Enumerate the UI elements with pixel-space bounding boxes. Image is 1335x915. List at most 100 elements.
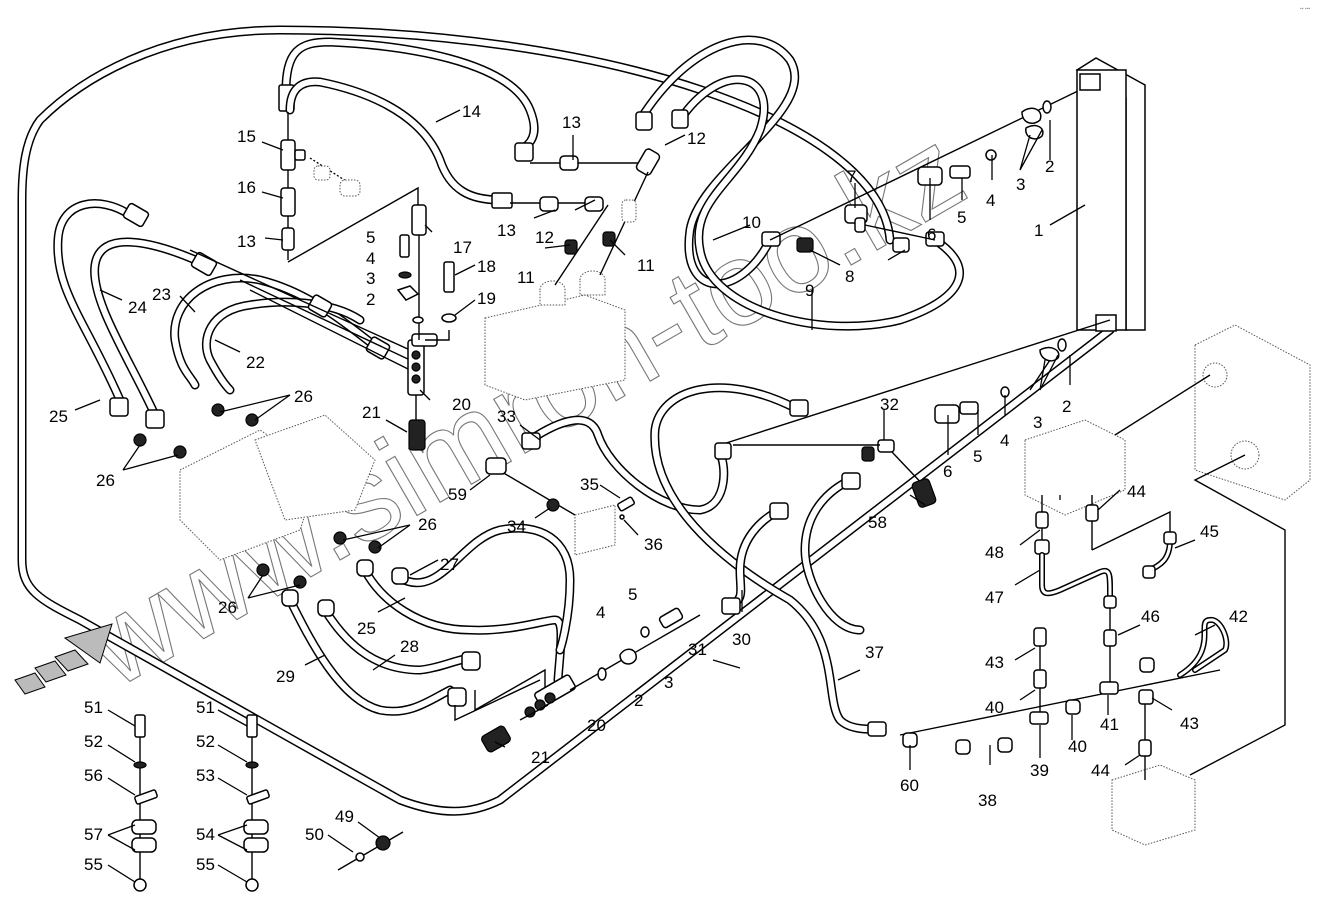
pipes-38-48: [899, 495, 1230, 780]
label-36: 36: [644, 535, 663, 554]
label-18: 18: [477, 257, 496, 276]
label-29: 29: [276, 667, 295, 686]
label-52: 52: [84, 732, 103, 751]
label-34: 34: [507, 517, 526, 536]
label-5: 5: [973, 447, 982, 466]
label-9: 9: [805, 281, 814, 300]
label-41: 41: [1100, 715, 1119, 734]
label-6: 6: [927, 225, 936, 244]
label-3: 3: [664, 673, 673, 692]
callout-labels: 1 2 2 2 2 3 3 3 3 4 4 4 4 5 5 5 5 6 6 7 …: [49, 102, 1248, 874]
label-46: 46: [1141, 607, 1160, 626]
label-3: 3: [366, 269, 375, 288]
tee-7-fittings-8: [769, 89, 1081, 253]
fitting-stack-17-19: [396, 204, 457, 341]
label-56: 56: [84, 766, 103, 785]
label-11: 11: [517, 268, 535, 287]
hose-14: [278, 37, 539, 162]
label-7: 7: [847, 167, 856, 186]
hose-lower-14: [285, 77, 513, 209]
label-25: 25: [49, 407, 68, 426]
label-51: 51: [84, 698, 103, 717]
label-44: 44: [1127, 482, 1146, 501]
label-23: 23: [152, 285, 171, 304]
label-22: 22: [246, 353, 265, 372]
label-60: 60: [900, 776, 919, 795]
label-4: 4: [1000, 431, 1009, 450]
label-43: 43: [985, 653, 1004, 672]
label-39: 39: [1030, 761, 1049, 780]
label-51: 51: [196, 698, 215, 717]
hose-24-25: [53, 199, 218, 429]
label-5: 5: [366, 228, 375, 247]
label-2: 2: [366, 290, 375, 309]
label-4: 4: [596, 603, 605, 622]
label-5: 5: [628, 585, 637, 604]
manifold-20-upper: [407, 333, 438, 451]
label-2: 2: [1062, 397, 1071, 416]
label-20: 20: [452, 395, 471, 414]
label-3: 3: [1033, 413, 1042, 432]
hoses-25-29: [281, 523, 575, 716]
oil-cooler: [1075, 57, 1146, 332]
fitting-stack-15-16-13: [280, 112, 419, 263]
hose-22-23: [170, 273, 391, 395]
clamp-assembly-right: [243, 714, 270, 892]
label-45: 45: [1200, 522, 1219, 541]
pump-right: [1024, 324, 1311, 846]
label-30: 30: [732, 630, 751, 649]
fitting-49-50: [337, 831, 404, 871]
label-2: 2: [634, 691, 643, 710]
label-21: 21: [362, 403, 381, 422]
tubes-to-manifold: [189, 249, 411, 371]
label-55: 55: [196, 855, 215, 874]
label-48: 48: [985, 543, 1004, 562]
label-13: 13: [562, 113, 581, 132]
label-13: 13: [497, 221, 516, 240]
label-47: 47: [985, 588, 1004, 607]
label-57: 57: [84, 825, 103, 844]
label-28: 28: [400, 637, 419, 656]
label-4: 4: [986, 191, 995, 210]
label-13: 13: [237, 232, 256, 251]
hose-big-loop: [650, 383, 887, 737]
label-26: 26: [96, 471, 115, 490]
label-55: 55: [84, 855, 103, 874]
label-50: 50: [305, 825, 324, 844]
label-38: 38: [978, 791, 997, 810]
label-40: 40: [1068, 737, 1087, 756]
label-19: 19: [477, 289, 496, 308]
manifold-20-lower: [454, 607, 701, 753]
clamp-assembly-left: [131, 714, 158, 892]
label-54: 54: [196, 825, 215, 844]
label-5: 5: [957, 208, 966, 227]
valve-blocks: [179, 414, 616, 561]
label-15: 15: [237, 127, 256, 146]
label-26: 26: [218, 598, 237, 617]
lower-connection: [719, 319, 1111, 508]
label-59: 59: [448, 485, 467, 504]
label-33: 33: [497, 407, 516, 426]
label-4: 4: [366, 249, 375, 268]
label-25: 25: [357, 619, 376, 638]
label-27: 27: [440, 555, 459, 574]
leader-lines: [74, 109, 1216, 883]
label-24: 24: [128, 298, 147, 317]
fittings-11-12-13: [510, 148, 661, 286]
label-10: 10: [742, 213, 761, 232]
label-17: 17: [453, 238, 472, 257]
label-21: 21: [531, 748, 550, 767]
label-12: 12: [687, 129, 706, 148]
hose-33: [521, 415, 732, 515]
direction-arrow: [14, 623, 113, 695]
label-12: 12: [535, 228, 554, 247]
label-52: 52: [196, 732, 215, 751]
label-53: 53: [196, 766, 215, 785]
label-14: 14: [462, 102, 481, 121]
label-3: 3: [1016, 175, 1025, 194]
label-8: 8: [845, 267, 854, 286]
label-31: 31: [688, 640, 707, 659]
nuts-26: [133, 403, 382, 589]
label-2: 2: [1045, 157, 1054, 176]
